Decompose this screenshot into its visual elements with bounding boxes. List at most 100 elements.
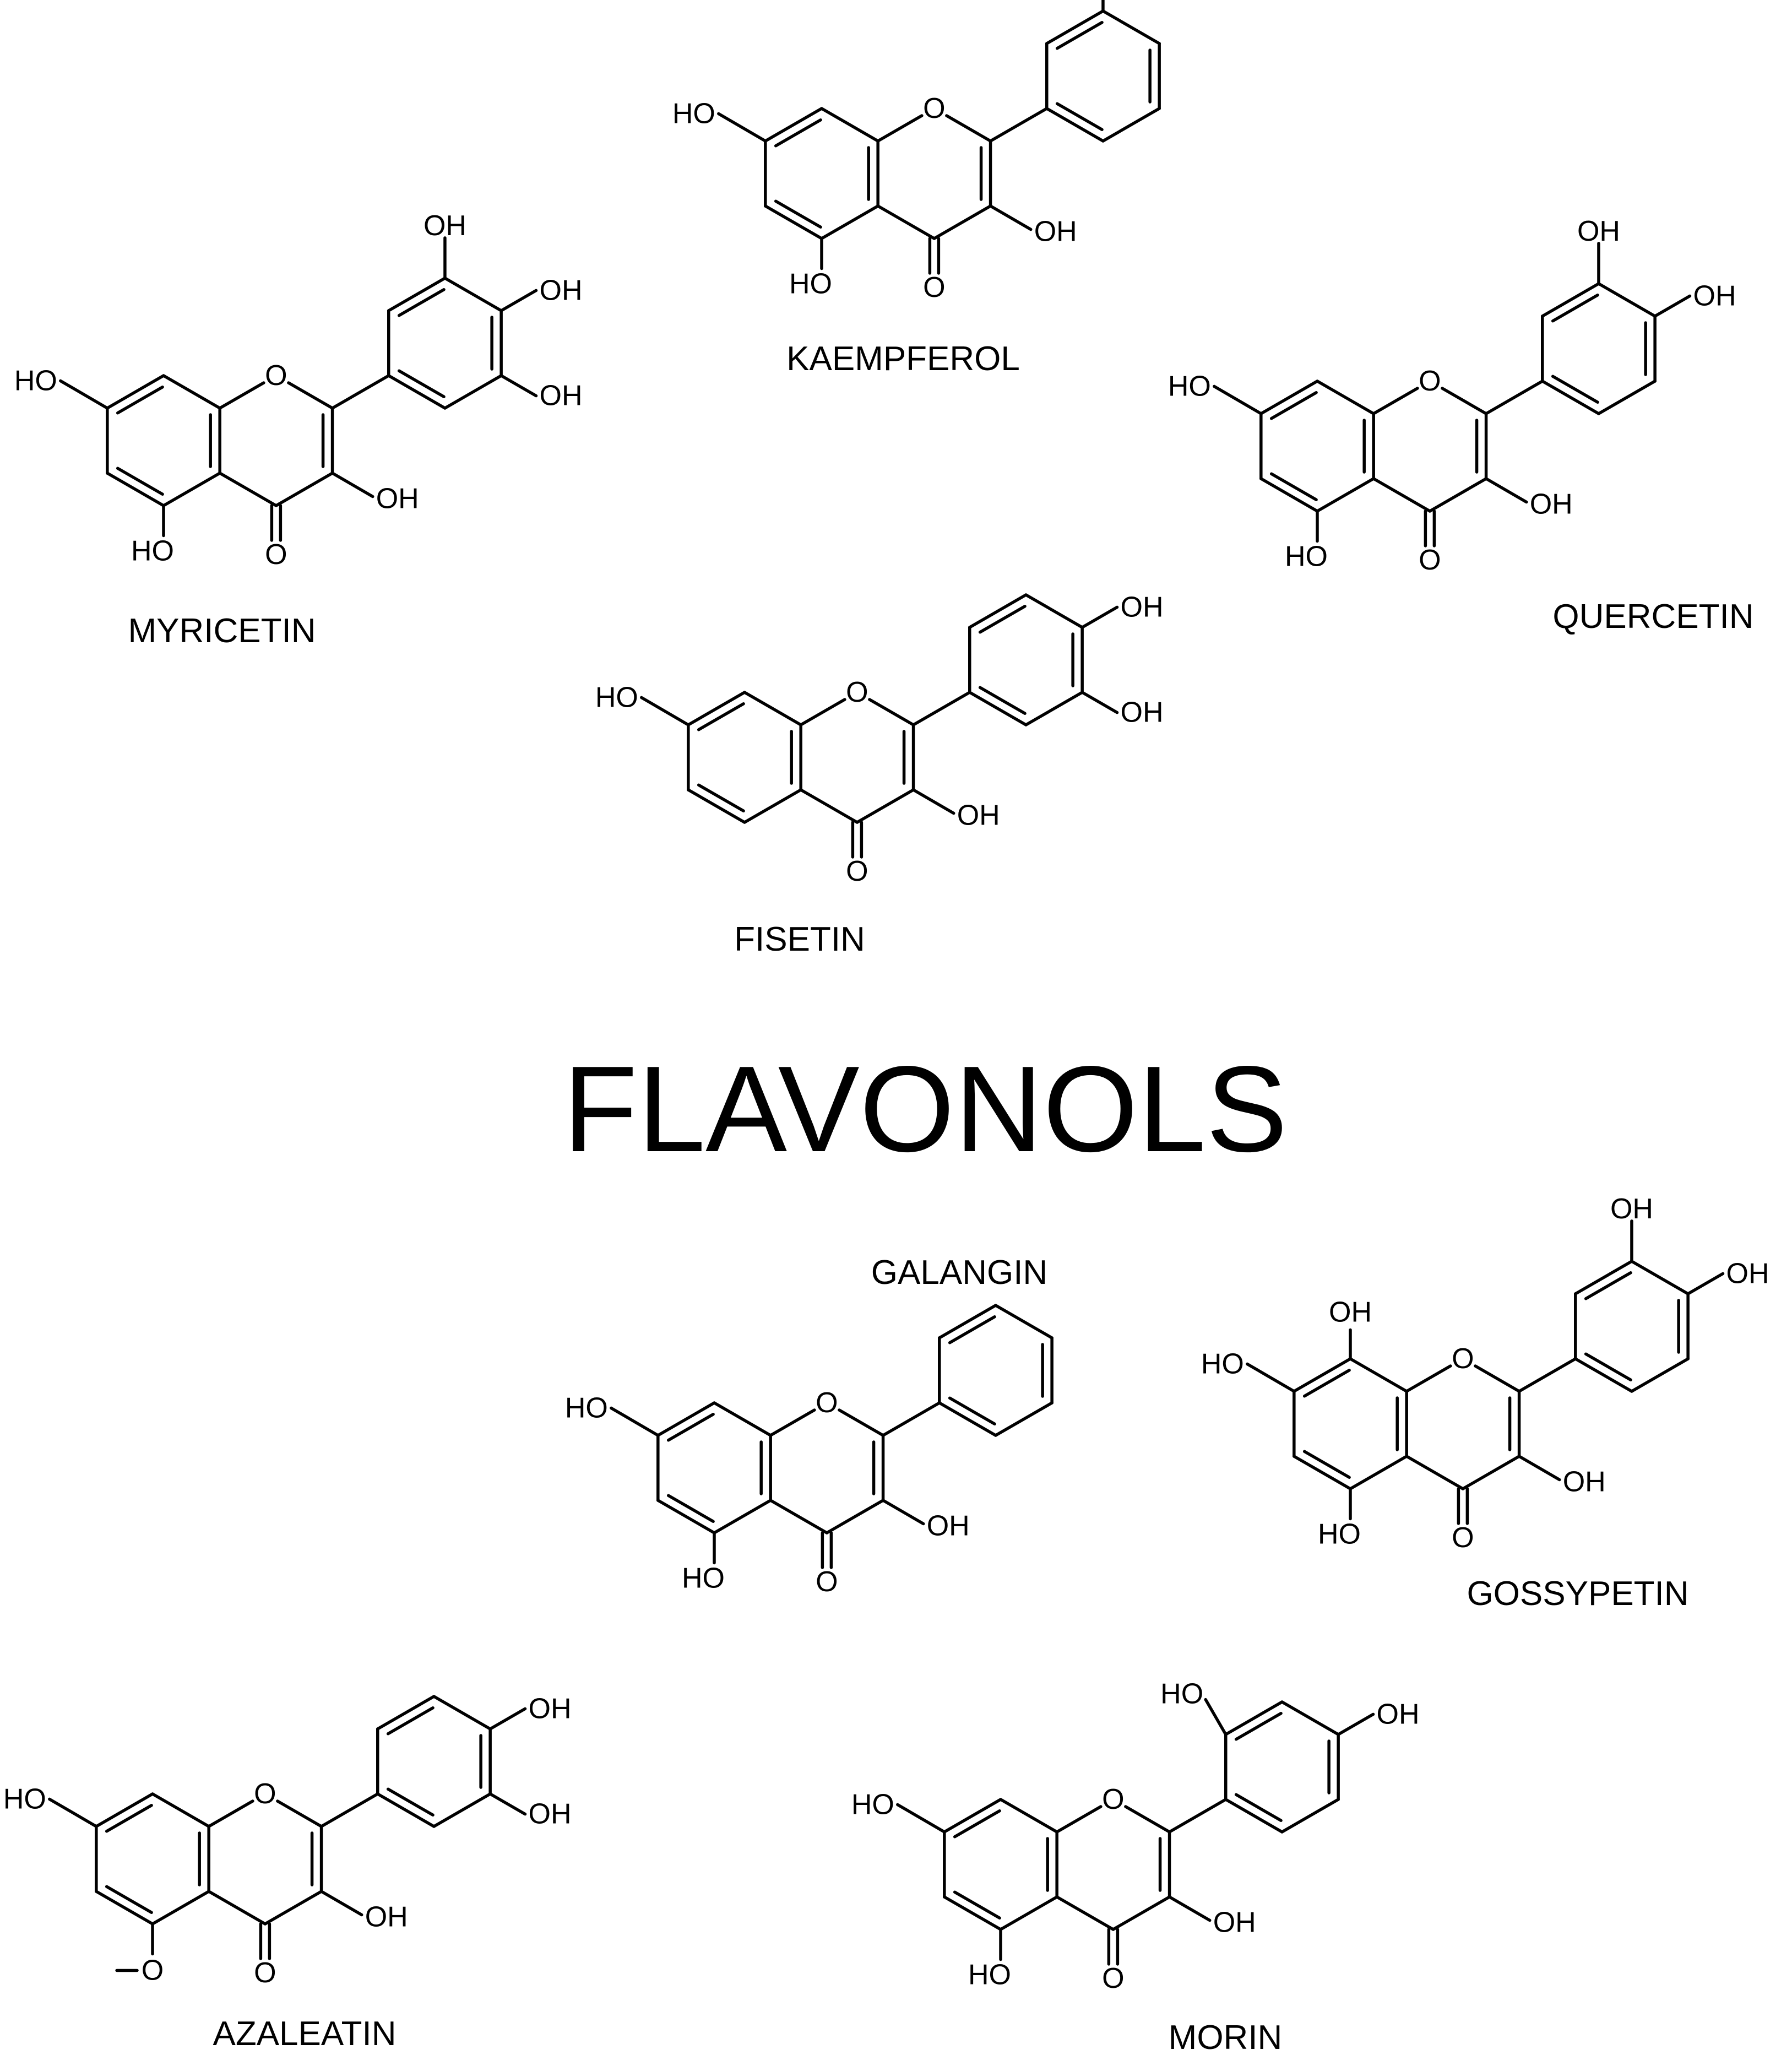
- c4p-hydroxyl-label-bond: [1080, 605, 1119, 629]
- c3-hydroxyl-label: OH: [376, 482, 419, 514]
- ring-oxygen-label: O: [846, 676, 868, 708]
- c3-hydroxyl-label: OH: [365, 1901, 408, 1933]
- c8-hydroxyl-label: OH: [1329, 1297, 1372, 1329]
- compound-name-galangin: GALANGIN: [871, 1254, 1047, 1292]
- b-ring-bond: [387, 276, 447, 312]
- compound-name-kaempferol: KAEMPFEROL: [786, 340, 1020, 378]
- c4p-hydroxyl-label: OH: [540, 274, 583, 306]
- b-ring-double: [1584, 1271, 1632, 1300]
- compound-name-quercetin: QUERCETIN: [1552, 598, 1753, 636]
- b-ring-bond: [432, 1695, 492, 1731]
- a-ring-double: [666, 1494, 715, 1523]
- b-ring-bond: [994, 1304, 1054, 1340]
- carbonyl-oxygen-label: O: [1419, 544, 1441, 576]
- c3p-hydroxyl-label: OH: [529, 1798, 572, 1830]
- a-ring-bond: [106, 374, 165, 410]
- c-ring-bond: [799, 788, 859, 824]
- c-ring-bond: [1405, 1455, 1465, 1490]
- c-ring-bond: [1124, 1805, 1171, 1834]
- a-ring-bond: [1316, 477, 1375, 513]
- b-ring-bond: [938, 1401, 997, 1437]
- a-ring-bond: [656, 1499, 716, 1535]
- c3-hydroxyl-label: OH: [1563, 1466, 1606, 1498]
- bc-link-bond: [911, 691, 971, 726]
- b-ring-bond: [1597, 379, 1657, 415]
- carbonyl-oxygen-label: O: [923, 272, 945, 303]
- b-ring-bond: [1224, 1700, 1284, 1736]
- b-ring-double: [1234, 1793, 1283, 1823]
- b-ring-double: [397, 369, 446, 399]
- c5p-hydroxyl-label: OH: [423, 210, 466, 242]
- c5-hydroxyl-label: HO: [131, 535, 174, 567]
- c4p-hydroxyl-label-bond: [1653, 294, 1692, 318]
- diagram-title: FLAVONOLS: [563, 1041, 1288, 1178]
- b-ring-bond: [1280, 1700, 1340, 1736]
- a-ring-double: [116, 385, 164, 415]
- c3-oh-bond: [1484, 477, 1528, 504]
- compound-name-azaleatin: AZALEATIN: [213, 2015, 396, 2053]
- c-ring-bond: [218, 381, 265, 410]
- c3p-hydroxyl-label: OH: [540, 380, 583, 412]
- bc-link-bond: [881, 1401, 941, 1437]
- c3-hydroxyl-label: OH: [957, 799, 1000, 831]
- b-ring-bond: [938, 1304, 997, 1340]
- a-ring-bond: [151, 1890, 210, 1926]
- c7-hydroxyl-label: HO: [595, 681, 638, 713]
- c4p-hydroxyl-label-bond: [488, 1707, 527, 1731]
- a-ring-double: [774, 118, 822, 148]
- b-ring-double: [386, 1787, 435, 1817]
- c4p-hydroxyl-label-bond: [499, 289, 538, 312]
- a-ring-double: [1302, 1368, 1351, 1398]
- b-ring-bond: [968, 691, 1028, 726]
- c-ring-bond: [1461, 1455, 1521, 1490]
- c-ring-bond: [1405, 1364, 1452, 1393]
- c3-hydroxyl-label: OH: [1213, 1906, 1256, 1938]
- c5-hydroxyl-label: HO: [968, 1959, 1011, 1991]
- b-ring-double: [1055, 20, 1104, 50]
- c-ring-bond: [945, 114, 992, 143]
- c-ring-bond: [263, 1890, 323, 1926]
- c3-hydroxyl-label: OH: [927, 1510, 970, 1542]
- b-ring-bond: [1630, 1357, 1690, 1393]
- c-ring-bond: [769, 1408, 816, 1437]
- b-ring-bond: [1630, 1260, 1690, 1295]
- b-ring-double: [1234, 1711, 1283, 1741]
- c4p-hydroxyl-label-bond: [1686, 1272, 1725, 1295]
- b-ring-bond: [376, 1695, 436, 1731]
- c-ring-bond: [1111, 1895, 1171, 1931]
- c7-oh-bond: [610, 1406, 660, 1437]
- b-ring-double: [1055, 102, 1104, 132]
- ring-oxygen-label: O: [254, 1778, 276, 1810]
- c-ring-bond: [855, 788, 915, 824]
- b-ring-double: [948, 1315, 996, 1344]
- c7-hydroxyl-label: HO: [851, 1788, 894, 1820]
- c5-hydroxyl-label: HO: [682, 1562, 725, 1594]
- c5-hydroxyl-label: HO: [789, 268, 832, 300]
- c5p-hydroxyl-label: OH: [1577, 215, 1620, 247]
- c-ring-bond: [825, 1499, 885, 1535]
- ring-oxygen-label: O: [1419, 365, 1441, 397]
- a-ring-bond: [764, 107, 823, 143]
- compound-name-myricetin: MYRICETIN: [128, 612, 316, 650]
- a-ring-bond: [95, 1792, 154, 1828]
- a-ring-bond: [151, 1792, 210, 1828]
- c5-methoxy-oxygen-label: O: [142, 1954, 164, 1986]
- a-ring-double: [953, 1809, 1001, 1839]
- c5-hydroxyl-label: HO: [1318, 1518, 1361, 1550]
- c-ring-bond: [876, 204, 936, 240]
- c3-oh-bond: [911, 788, 955, 815]
- b-ring-bond: [1045, 9, 1105, 45]
- a-ring-bond: [943, 1798, 1002, 1834]
- c3p-hydroxyl-label-bond: [499, 374, 538, 398]
- a-ring-bond: [687, 691, 746, 726]
- a-ring-bond: [820, 204, 879, 240]
- a-ring-bond: [1316, 379, 1375, 415]
- c3p-hydroxyl-label-bond: [488, 1792, 527, 1816]
- b-ring-bond: [443, 276, 503, 312]
- c2p-hydroxyl-label-bond: [1204, 1698, 1228, 1736]
- carbonyl-oxygen-label: O: [1452, 1522, 1474, 1554]
- bc-link-bond: [330, 374, 390, 410]
